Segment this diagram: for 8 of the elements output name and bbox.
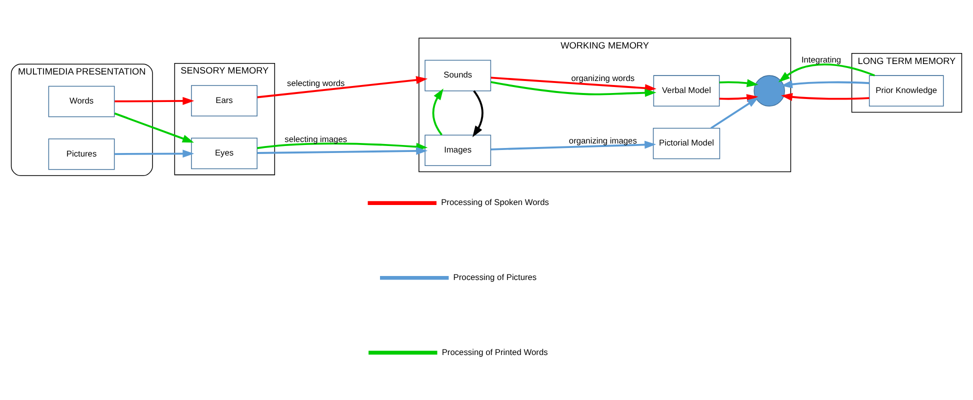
edge-label: organizing images	[568, 135, 637, 146]
legend-label: Processing of Printed Words	[442, 346, 548, 357]
legend-label: Processing of Spoken Words	[441, 197, 549, 208]
edge-label: selecting words	[287, 78, 345, 88]
edge-label: selecting images	[284, 134, 348, 144]
edge-label: Integrating	[801, 54, 842, 64]
edge-label: organizing words	[571, 72, 635, 83]
legend-label: Processing of Pictures	[453, 272, 537, 282]
